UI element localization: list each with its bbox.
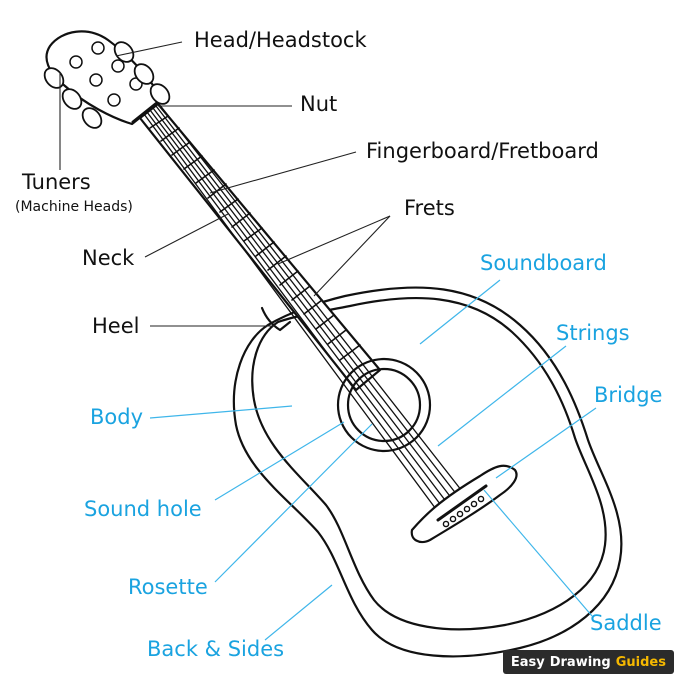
label-sound-hole: Sound hole xyxy=(84,497,202,521)
saddle-line xyxy=(436,484,488,522)
brand-logo: Easy Drawing Guides xyxy=(502,650,674,674)
label-heel: Heel xyxy=(92,314,140,338)
heel-shape xyxy=(260,306,292,332)
tuner-buttons-left xyxy=(43,67,103,129)
bridge-shape xyxy=(410,464,518,544)
label-bridge: Bridge xyxy=(594,383,663,407)
sound-hole xyxy=(346,367,422,443)
brand-word-guides: Guides xyxy=(615,654,666,670)
label-tuners: Tuners xyxy=(22,170,91,194)
label-frets: Frets xyxy=(404,196,455,220)
rosette-ring xyxy=(336,357,432,453)
label-soundboard: Soundboard xyxy=(480,251,607,275)
leaders-black xyxy=(59,41,391,327)
label-head: Head/Headstock xyxy=(194,28,367,52)
label-strings: Strings xyxy=(556,321,630,345)
label-tuners-sub: (Machine Heads) xyxy=(15,199,133,215)
label-nut: Nut xyxy=(300,92,338,116)
label-body: Body xyxy=(90,405,144,429)
nut-line xyxy=(131,100,160,124)
brand-word-easy: Easy xyxy=(510,654,545,670)
brand-word-drawing: Drawing xyxy=(549,654,611,670)
label-rosette: Rosette xyxy=(128,575,208,599)
leaders-blue xyxy=(149,279,597,641)
tuner-posts xyxy=(69,41,143,107)
label-fingerboard: Fingerboard/Fretboard xyxy=(366,139,599,163)
bridge-pins xyxy=(442,495,485,528)
label-back-sides: Back & Sides xyxy=(147,637,285,661)
strings xyxy=(143,103,470,521)
label-neck: Neck xyxy=(82,246,135,270)
soundboard-outline xyxy=(251,296,607,631)
tuner-buttons-right xyxy=(113,41,171,105)
label-saddle: Saddle xyxy=(590,611,662,635)
